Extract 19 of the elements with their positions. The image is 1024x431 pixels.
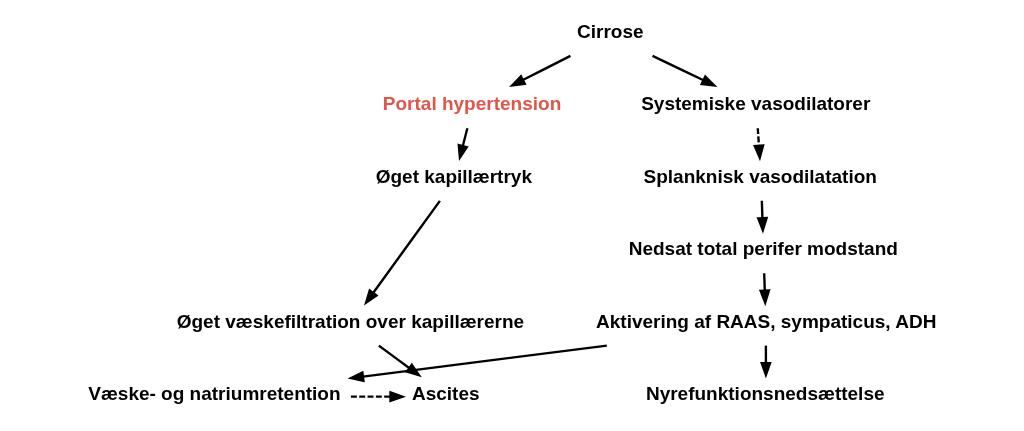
- arrow: [347, 344, 607, 383]
- node-text: Øget væskefiltration over kapillærerne: [176, 310, 525, 332]
- node-text: Cirrose: [577, 20, 644, 42]
- arrow: [753, 128, 765, 162]
- arrow: [652, 54, 718, 87]
- node-text: Nyrefunktionsnedsættelse: [645, 382, 885, 404]
- node-text: Nedsat total perifer modstand: [628, 238, 898, 260]
- arrow: [457, 128, 469, 162]
- arrow: [758, 273, 771, 307]
- node-text: Ascites: [411, 382, 480, 404]
- node-text: Systemiske vasodilatorer: [641, 93, 871, 115]
- node-text: Portal hypertension: [382, 93, 562, 115]
- arrow: [350, 390, 406, 403]
- arrow: [509, 54, 571, 88]
- node-text: Øget kapillærtryk: [375, 165, 532, 187]
- node-text: Splanknisk vasodilatation: [643, 165, 877, 187]
- node-text: Væske- og natriumretention: [88, 382, 341, 404]
- node-text: Aktivering af RAAS, sympaticus, ADH: [596, 310, 937, 332]
- arrow: [364, 200, 441, 306]
